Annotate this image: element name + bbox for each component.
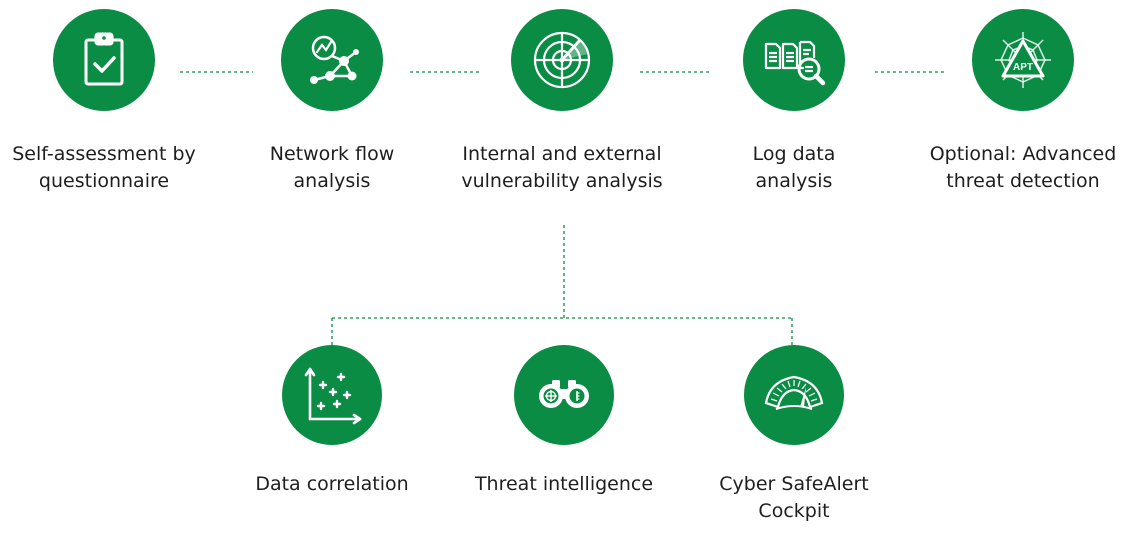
step-circle (511, 9, 613, 111)
step-circle (744, 345, 844, 445)
step-circle (53, 9, 155, 111)
scatter-plot-icon (304, 367, 362, 425)
step-data-correlation: Data correlation (212, 345, 452, 498)
step-vulnerability-analysis: Internal and external vulnerability anal… (442, 9, 682, 195)
radar-icon (533, 31, 591, 89)
gauge-icon (764, 375, 824, 410)
step-label: Cyber SafeAlert Cockpit (719, 473, 869, 522)
step-self-assessment: Self-assessment by questionnaire (0, 9, 224, 195)
step-safealert-cockpit: Cyber SafeAlert Cockpit (674, 345, 914, 525)
step-label: Optional: Advanced threat detection (929, 143, 1117, 192)
step-label: Internal and external vulnerability anal… (461, 143, 663, 192)
binoculars-icon (539, 380, 589, 408)
step-label: Network flow analysis (269, 143, 395, 192)
step-circle: APT (972, 9, 1074, 111)
apt-web-icon: APT (995, 32, 1051, 88)
log-search-icon (764, 40, 826, 86)
step-network-flow: Network flow analysis (212, 9, 452, 195)
step-label: Data correlation (255, 473, 409, 495)
step-circle (282, 345, 382, 445)
step-threat-intelligence: Threat intelligence (444, 345, 684, 498)
step-circle (514, 345, 614, 445)
step-circle (281, 9, 383, 111)
step-label: Threat intelligence (474, 473, 654, 495)
step-label: Self-assessment by questionnaire (12, 143, 196, 192)
network-graph-icon (310, 35, 359, 84)
step-advanced-threat: APT Optional: Advanced threat detection (903, 9, 1133, 195)
clipboard-check-icon (84, 32, 124, 86)
apt-badge-text: APT (1013, 62, 1033, 73)
step-label: Log data analysis (752, 143, 836, 192)
step-log-data: Log data analysis (674, 9, 914, 195)
step-circle (743, 9, 845, 111)
